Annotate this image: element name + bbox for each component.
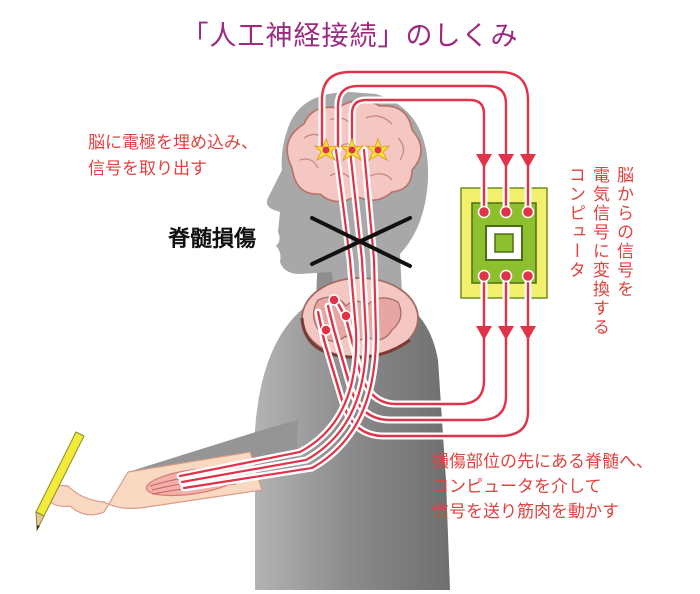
nerve-bundle-3 xyxy=(182,148,378,490)
electrode-sparks xyxy=(313,137,391,162)
output-line-2 xyxy=(326,274,508,422)
spinal-stimulation-note: 損傷部位の先にある脊髄へ、 コンピュータを介して 信号を送り筋肉を動かす xyxy=(432,452,653,522)
spinal-injury-label: 脊髄損傷 xyxy=(168,227,257,252)
computer-chip-core-inner xyxy=(494,233,514,253)
signal-line-2 xyxy=(336,84,508,212)
nerve-bundle-2 xyxy=(180,148,368,484)
arrowheads xyxy=(476,154,536,340)
computer-note-line-2: 電気信号に変換する xyxy=(589,166,609,337)
chip-terminals xyxy=(477,205,535,283)
pencil xyxy=(35,431,85,532)
injury-cross xyxy=(310,216,412,268)
brain-electrode-note: 脳に電極を埋め込み、 信号を取り出す xyxy=(88,133,258,179)
diagram-title: 「人工神経接続」のしくみ xyxy=(181,21,519,52)
computer-note-line-3: コンピュータ xyxy=(565,166,585,280)
signal-line-1 xyxy=(320,70,530,212)
torso-silhouette xyxy=(255,292,450,590)
nerve-bundle-1 xyxy=(178,148,358,478)
computer-note-line-1: 脳からの信号を xyxy=(613,166,633,299)
signal-line-3 xyxy=(350,98,486,212)
spinal-contacts xyxy=(320,294,352,336)
